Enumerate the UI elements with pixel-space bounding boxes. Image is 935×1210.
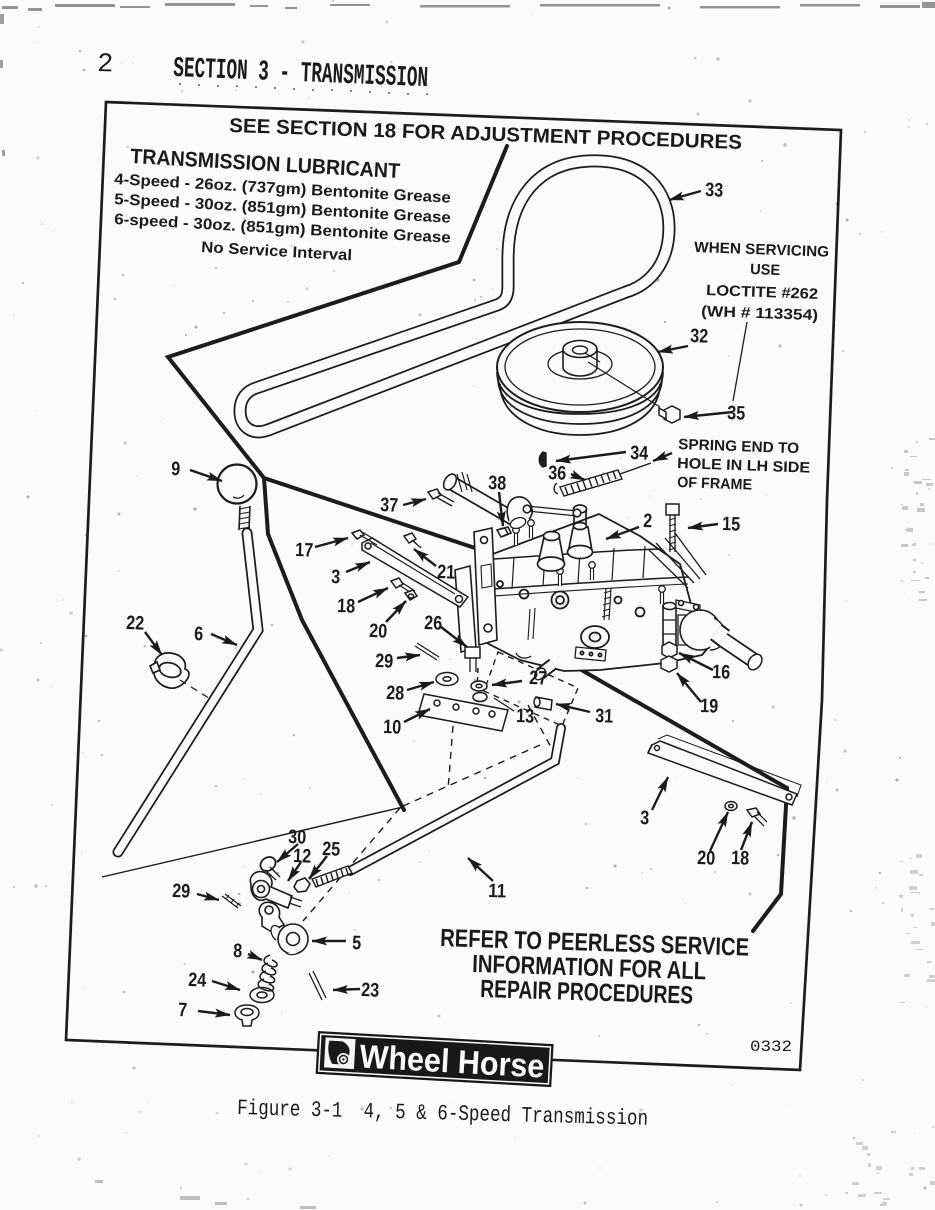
svg-text:31: 31 <box>595 705 614 728</box>
svg-text:25: 25 <box>322 838 341 861</box>
svg-text:22: 22 <box>126 612 145 635</box>
svg-text:23: 23 <box>361 979 380 1002</box>
svg-text:28: 28 <box>386 682 405 705</box>
svg-text:2: 2 <box>97 50 114 80</box>
svg-text:LOCTITE #262: LOCTITE #262 <box>706 282 819 303</box>
svg-text:26: 26 <box>424 612 443 635</box>
svg-text:5: 5 <box>352 932 362 954</box>
svg-text:3: 3 <box>640 807 650 829</box>
svg-text:0332: 0332 <box>750 1038 792 1056</box>
svg-text:29: 29 <box>375 650 394 673</box>
svg-text:3: 3 <box>331 566 341 588</box>
svg-text:11: 11 <box>488 880 507 903</box>
svg-text:8: 8 <box>233 940 243 962</box>
svg-text:33: 33 <box>705 179 724 202</box>
svg-text:13: 13 <box>516 705 535 728</box>
svg-text:12: 12 <box>293 845 312 868</box>
svg-text:15: 15 <box>722 513 741 536</box>
svg-text:OF FRAME: OF FRAME <box>677 474 753 494</box>
svg-text:9: 9 <box>171 458 181 480</box>
svg-text:27: 27 <box>529 667 548 690</box>
svg-text:32: 32 <box>690 325 709 348</box>
svg-text:6: 6 <box>194 623 204 645</box>
svg-text:16: 16 <box>712 661 731 684</box>
svg-text:18: 18 <box>337 595 356 618</box>
svg-text:20: 20 <box>369 620 388 643</box>
svg-text:(WH # 113354): (WH # 113354) <box>701 303 819 324</box>
svg-text:30: 30 <box>288 826 307 849</box>
svg-text:USE: USE <box>750 261 781 279</box>
svg-text:29: 29 <box>172 880 191 903</box>
svg-text:17: 17 <box>295 539 314 562</box>
svg-text:37: 37 <box>380 494 399 517</box>
svg-text:10: 10 <box>383 716 402 739</box>
svg-text:34: 34 <box>630 442 649 465</box>
svg-text:7: 7 <box>178 999 188 1021</box>
svg-text:36: 36 <box>548 462 567 485</box>
svg-text:SPRING END TO: SPRING END TO <box>678 436 800 457</box>
svg-text:20: 20 <box>697 847 716 870</box>
svg-text:21: 21 <box>437 561 456 584</box>
svg-text:REPAIR PROCEDURES: REPAIR PROCEDURES <box>480 975 694 1010</box>
svg-text:24: 24 <box>188 969 207 992</box>
svg-text:35: 35 <box>727 402 746 425</box>
svg-text:38: 38 <box>488 472 507 495</box>
svg-text:19: 19 <box>700 695 719 718</box>
svg-text:HOLE IN LH SIDE: HOLE IN LH SIDE <box>677 455 811 477</box>
svg-text:WHEN SERVICING: WHEN SERVICING <box>694 239 830 261</box>
svg-text:2: 2 <box>643 510 653 532</box>
svg-text:18: 18 <box>731 847 750 870</box>
